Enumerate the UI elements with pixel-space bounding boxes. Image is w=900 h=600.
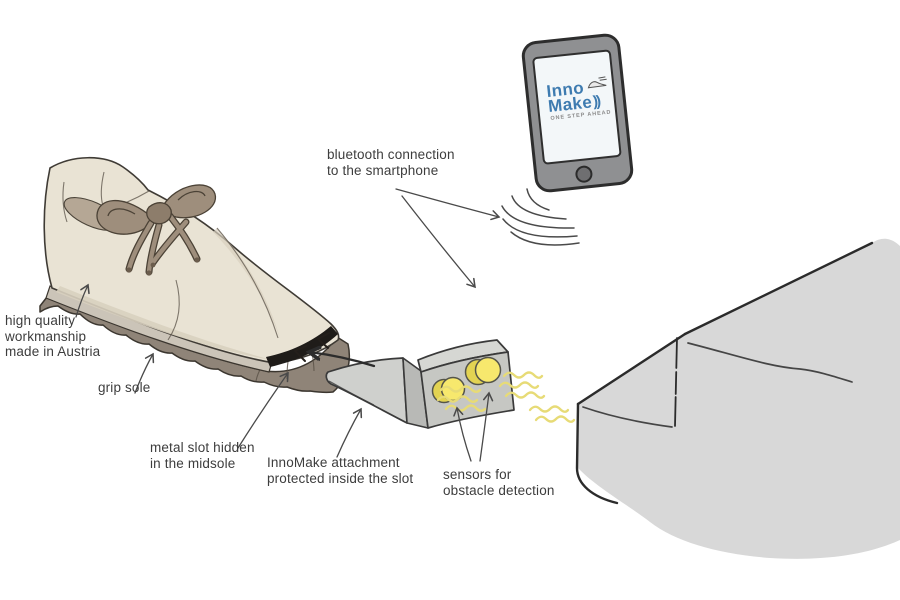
metal-slot xyxy=(266,326,338,367)
annotation-arrows xyxy=(75,188,501,462)
label-workmanship: high quality workmanship made in Austria xyxy=(5,313,101,359)
arrow-bluetooth-shoe xyxy=(401,195,476,289)
arrow-sensor-2 xyxy=(479,391,494,462)
logo-sound-waves: )) xyxy=(592,92,600,111)
stairs-illustration xyxy=(575,238,900,559)
sensor-right xyxy=(464,356,502,386)
bluetooth-waves xyxy=(501,188,580,246)
logo-shoe-icon xyxy=(588,76,608,89)
arrow-attachment xyxy=(336,407,363,458)
stairs-body xyxy=(578,238,900,559)
smartphone: Inno Make )) ONE STEP AHEAD xyxy=(520,32,635,194)
attachment-device xyxy=(325,339,515,429)
label-metal-slot: metal slot hidden in the midsole xyxy=(150,440,255,471)
arrow-bluetooth-phone xyxy=(395,188,501,221)
label-bluetooth-connection: bluetooth connection to the smartphone xyxy=(327,147,455,178)
arrow-insert-slot xyxy=(309,352,376,368)
arrow-metal-slot xyxy=(237,371,289,449)
laces xyxy=(96,184,216,276)
innomake-logo: Inno Make )) xyxy=(546,76,611,116)
arrow-workmanship xyxy=(75,283,90,318)
label-grip-sole: grip sole xyxy=(98,380,151,395)
phone-home-button xyxy=(574,164,593,184)
arrow-grip-sole xyxy=(134,352,155,394)
phone-screen: Inno Make )) ONE STEP AHEAD xyxy=(531,49,622,165)
sensor-waves xyxy=(436,371,576,423)
label-sensors: sensors for obstacle detection xyxy=(443,467,555,498)
shoe-illustration xyxy=(39,156,351,394)
arrow-sensor-1 xyxy=(453,406,472,462)
label-attachment: InnoMake attachment protected inside the… xyxy=(267,455,414,486)
